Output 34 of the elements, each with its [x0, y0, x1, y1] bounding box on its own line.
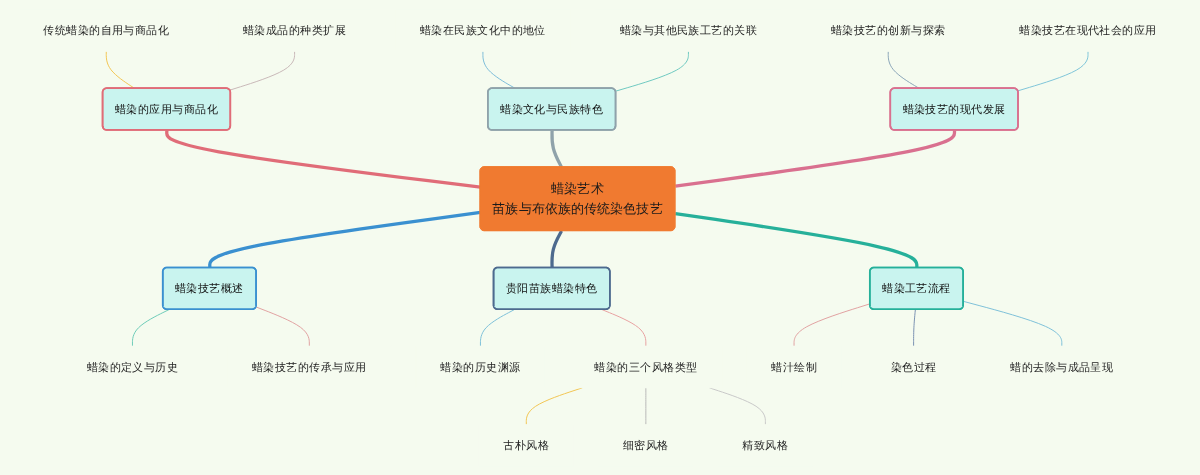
connector [645, 386, 647, 425]
node-text: 传统蜡染的自用与商品化 [43, 22, 170, 37]
connector [675, 129, 957, 188]
connector [479, 308, 515, 347]
connector [675, 211, 919, 268]
connector [963, 300, 1063, 347]
connector [550, 229, 563, 268]
connector [615, 50, 689, 92]
node-text: 蜡染的历史渊源 [440, 359, 521, 373]
node-text: 蜡染技艺的创新与探索 [830, 22, 946, 37]
node-text: 蜡染技艺的传承与应用 [252, 359, 367, 373]
connector [131, 308, 170, 347]
connector [229, 50, 296, 91]
node-text: 蜡汁绘制 [771, 359, 817, 373]
connector [601, 308, 647, 347]
node-text: 蜡染技艺在现代社会的应用 [1019, 22, 1157, 37]
node-text: 古朴风格 [503, 438, 550, 452]
connector [793, 302, 871, 347]
connector [255, 306, 310, 347]
node-text: 染色过程 [890, 359, 937, 373]
node-text: 蜡染在民族文化中的地位 [419, 22, 546, 37]
connector [550, 129, 563, 168]
connector [525, 386, 583, 425]
connector [208, 210, 481, 268]
node-text: 蜡染的三个风格类型 [594, 359, 698, 373]
connector [1017, 50, 1089, 91]
node-text: 蜡染成品的种类扩展 [243, 22, 347, 37]
connector [913, 308, 916, 347]
node-text: 蜡染与其他民族工艺的关联 [619, 22, 758, 37]
connector [165, 129, 481, 189]
node-text: 精致风格 [742, 438, 789, 452]
node-text: 蜡的去除与成品呈现 [1010, 359, 1114, 373]
node-text: 细密风格 [622, 438, 669, 452]
node-text: 蜡染的定义与历史 [86, 359, 179, 373]
